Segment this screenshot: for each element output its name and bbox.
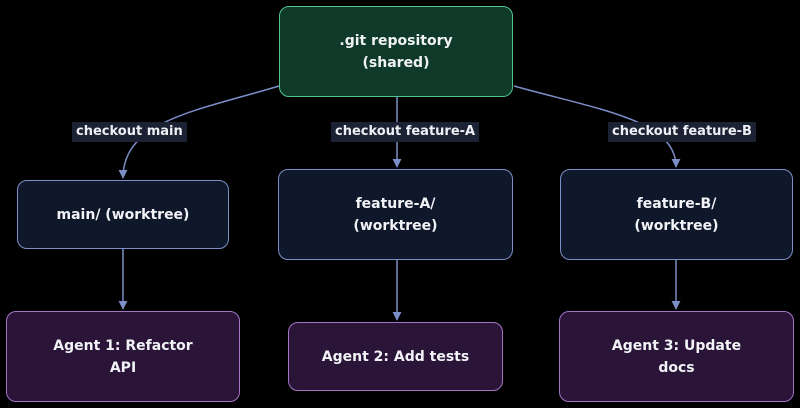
agent-node-1-label: Agent 1: Refactor API — [53, 337, 193, 376]
repository-node-label: .git repository (shared) — [339, 32, 453, 71]
agent-node-1[interactable]: Agent 1: Refactor API — [6, 311, 240, 402]
worktree-node-main-label: main/ (worktree) — [56, 206, 190, 223]
agent-node-3[interactable]: Agent 3: Update docs — [559, 311, 794, 402]
worktree-node-feature-b[interactable]: feature-B/ (worktree) — [560, 169, 793, 260]
worktree-node-feature-a-label: feature-A/ (worktree) — [353, 195, 438, 234]
edge-label-checkout-feature-a: checkout feature-A — [331, 122, 480, 142]
worktree-node-feature-a[interactable]: feature-A/ (worktree) — [278, 169, 513, 260]
repository-node[interactable]: .git repository (shared) — [279, 6, 513, 97]
edge-repo-to-main — [118, 85, 280, 179]
worktree-node-feature-b-label: feature-B/ (worktree) — [634, 195, 719, 234]
edge-label-checkout-feature-b: checkout feature-B — [608, 122, 756, 142]
worktree-node-main[interactable]: main/ (worktree) — [17, 180, 229, 249]
agent-node-2-label: Agent 2: Add tests — [321, 348, 470, 365]
edge-label-checkout-main: checkout main — [72, 122, 187, 142]
agent-node-3-label: Agent 3: Update docs — [611, 337, 742, 376]
edge-repo-to-feature-b — [513, 85, 681, 168]
agent-node-2[interactable]: Agent 2: Add tests — [288, 322, 503, 391]
